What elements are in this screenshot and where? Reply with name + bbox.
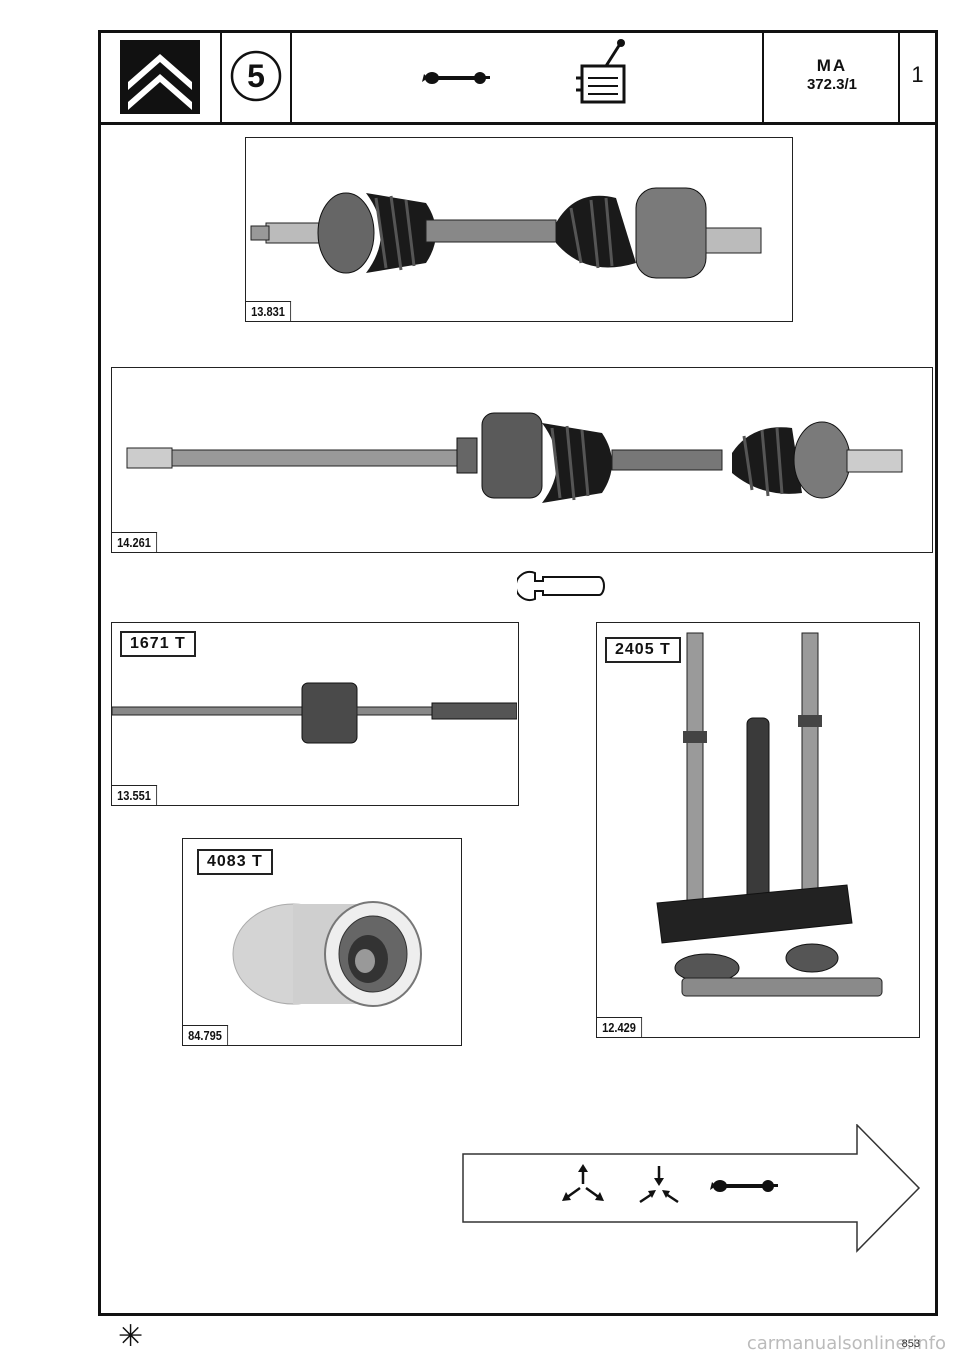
photo-tool-1671: 1671 T 13.551 bbox=[111, 622, 519, 806]
driveshaft-left-image bbox=[250, 187, 762, 279]
ref-number: 13.551 bbox=[112, 785, 157, 805]
photo-driveshaft-left: 13.831 bbox=[245, 137, 793, 322]
ref-number: 84.795 bbox=[183, 1025, 228, 1045]
tool-label: 2405 T bbox=[605, 637, 681, 663]
gearbox-lever-icon bbox=[576, 39, 626, 104]
watermark: carmanualsonline.info bbox=[746, 1333, 946, 1354]
driveshaft-icon bbox=[710, 1180, 778, 1192]
chapter-circle bbox=[230, 50, 282, 102]
logo-cell bbox=[98, 30, 222, 122]
footer-asterisk: ✳ bbox=[118, 1320, 144, 1353]
tool-label: 4083 T bbox=[197, 849, 273, 875]
chapter-cell: 5 bbox=[222, 30, 292, 122]
citroen-double-chevron-icon bbox=[120, 40, 200, 114]
sheet-cell: 1 bbox=[900, 30, 935, 122]
header-strip: 5 MA 372.3/1 1 bbox=[98, 30, 938, 125]
driveshaft-icon bbox=[422, 72, 490, 84]
ref-number: 12.429 bbox=[597, 1017, 642, 1037]
chapter-number: 5 bbox=[247, 58, 265, 94]
operation-icons-cell bbox=[292, 30, 764, 122]
sheet-number: 1 bbox=[911, 62, 924, 87]
refit-arrows-icon bbox=[639, 1166, 679, 1204]
driveshaft-right-image bbox=[126, 412, 903, 503]
photo-driveshaft-right: 14.261 bbox=[111, 367, 933, 553]
photo-tool-2405: 2405 T 12.429 bbox=[596, 622, 920, 1038]
tool-1671-image bbox=[112, 682, 517, 744]
ma-label: MA bbox=[816, 56, 848, 75]
tool-label: 1671 T bbox=[120, 631, 196, 657]
ref-number: 13.831 bbox=[246, 301, 291, 321]
ma-cell: MA 372.3/1 bbox=[764, 30, 900, 122]
page-number: 853 bbox=[901, 1338, 920, 1350]
tool-2405-image bbox=[656, 632, 883, 997]
next-step-arrow[interactable] bbox=[462, 1124, 922, 1254]
open-spanner-icon bbox=[517, 571, 605, 601]
remove-arrows-icon bbox=[562, 1164, 604, 1201]
tool-4083-image bbox=[232, 901, 422, 1007]
ma-code: 372.3/1 bbox=[806, 76, 858, 93]
ref-number: 14.261 bbox=[112, 532, 157, 552]
page-frame bbox=[98, 30, 938, 1316]
photo-tool-4083: 4083 T 84.795 bbox=[182, 838, 462, 1046]
